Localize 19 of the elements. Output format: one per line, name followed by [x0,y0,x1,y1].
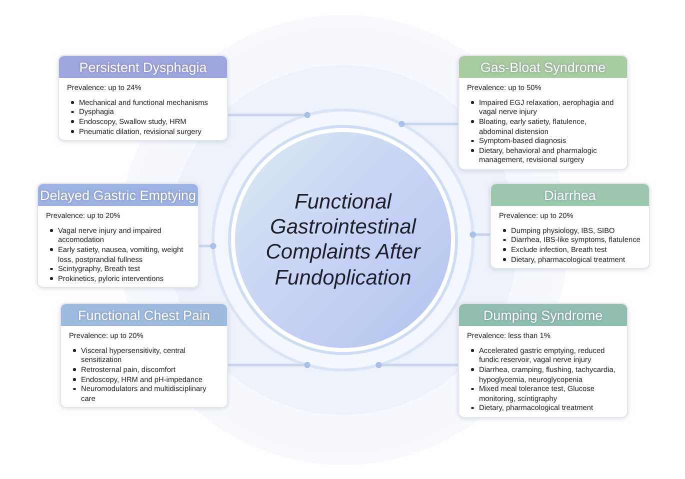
syndrome-card [458,303,628,418]
syndrome-card [37,183,199,288]
card-heading: Delayed Gastric Emptying [38,184,198,206]
syndrome-card [458,55,628,170]
syndrome-card [60,303,228,408]
connector-line [398,120,458,128]
card-heading: Gas-Bloat Syndrome [459,56,627,78]
connector-line [228,112,310,118]
card-heading: Functional Chest Pain [61,304,227,326]
connector-line [199,242,216,250]
card-heading: Dumping Syndrome [459,304,627,326]
syndrome-card [490,183,650,270]
card-heading: Diarrhea [491,184,649,206]
connector-line [470,231,490,238]
connector-line [228,362,310,368]
connector-line [376,362,458,368]
syndrome-card [58,55,228,142]
card-heading: Persistent Dysphagia [59,56,227,78]
center-title: Functional Gastrointestinal Complaints After Fundoplication [264,190,422,290]
